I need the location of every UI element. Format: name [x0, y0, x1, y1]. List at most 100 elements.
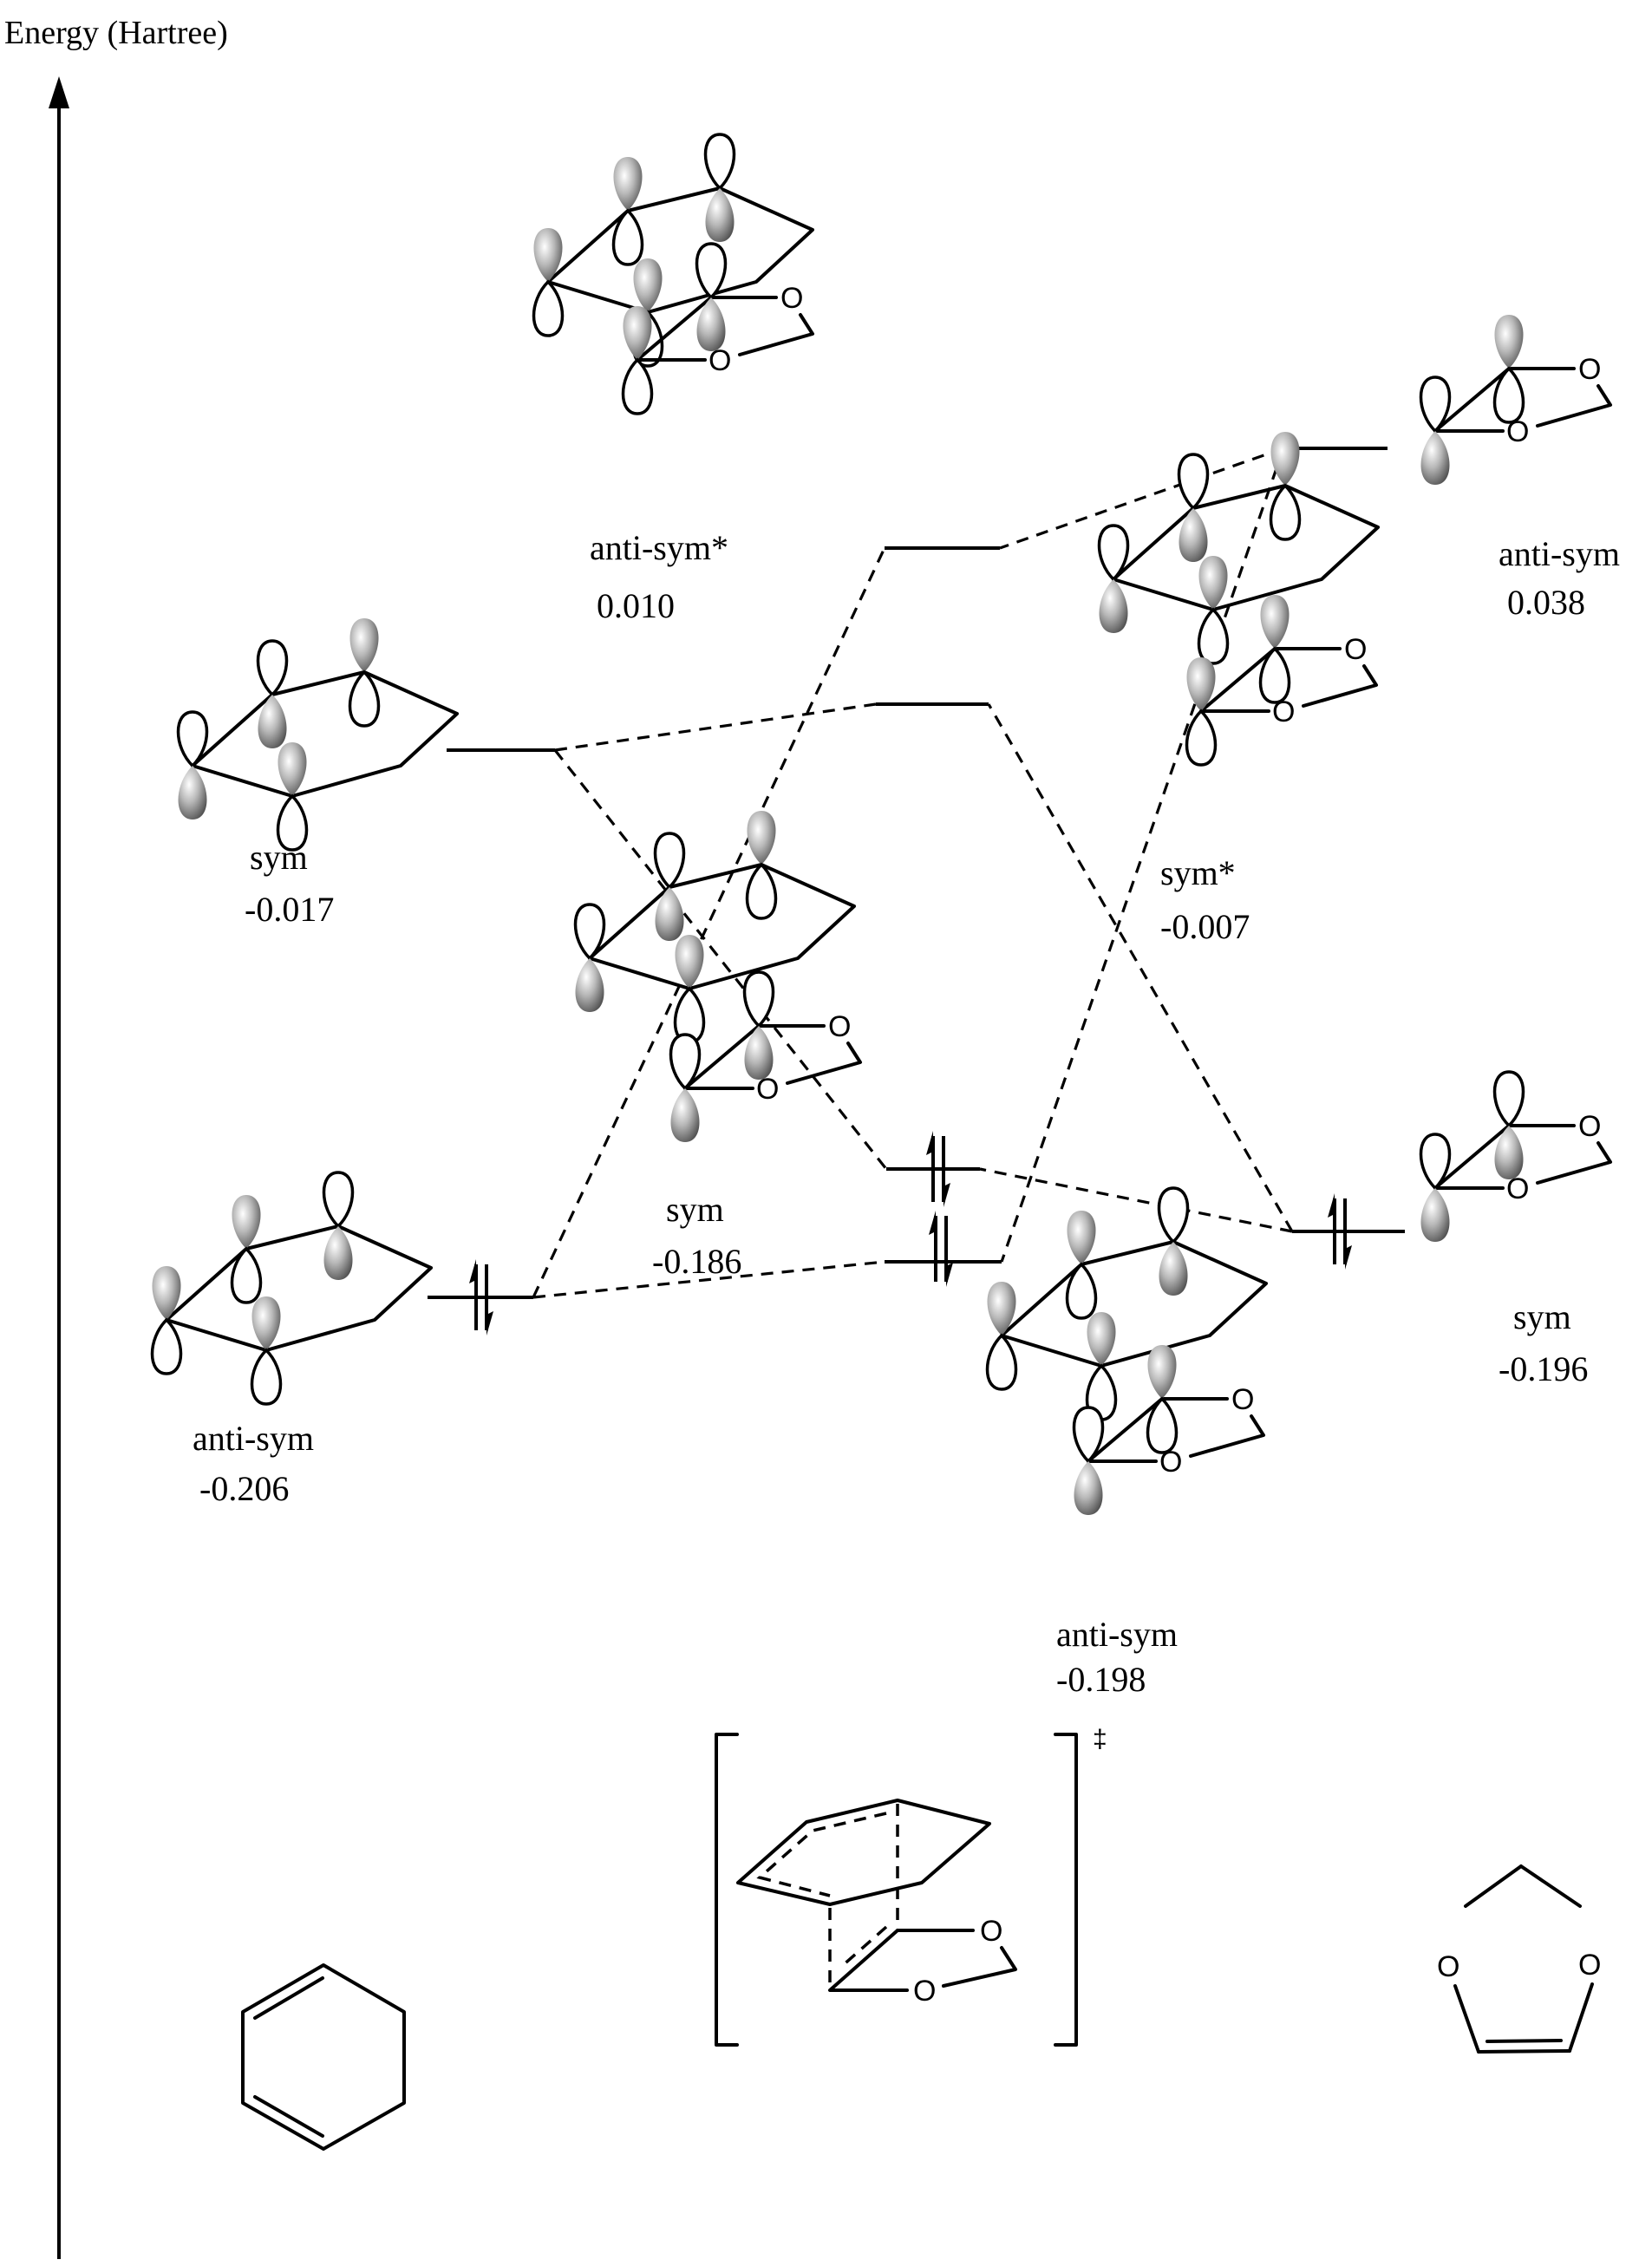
shaded-lobe [747, 811, 776, 865]
shaded-lobe [178, 766, 207, 820]
shaded-lobe [1198, 556, 1228, 610]
energy-diene-antisym: -0.206 [199, 1469, 289, 1508]
spin-up-head [926, 1131, 933, 1155]
correlation-line-dioxole-antisym-ts-antisym-star [999, 447, 1284, 550]
shaded-lobe [575, 958, 604, 1012]
label-diene-antisym: anti-sym [193, 1419, 314, 1458]
electron-pair-icon [1328, 1193, 1352, 1270]
oxygen-atom: O [1578, 353, 1601, 386]
axis-label: Energy (Hartree) [4, 15, 228, 51]
double-dagger-symbol: ‡ [1093, 1725, 1107, 1753]
shaded-lobe [1420, 431, 1450, 485]
open-lobe [653, 832, 686, 890]
open-lobe [1258, 646, 1291, 704]
label-ts-sym-star: sym* [1160, 853, 1236, 892]
p-orbital-icon [669, 1033, 702, 1142]
shaded-lobe [670, 1088, 700, 1142]
open-lobe [669, 1033, 702, 1091]
diene-orbital-picture [150, 1171, 433, 1406]
oxygen-atom: O [1578, 1949, 1601, 1982]
shaded-lobe [1260, 595, 1290, 649]
oxygen-atom: O [1437, 1950, 1459, 1983]
correlation-line-diene-antisym-ts-antisym [532, 1260, 885, 1299]
shaded-lobe [987, 1282, 1016, 1335]
p-orbital-icon [745, 811, 778, 920]
oxygen-atom: O [1578, 1110, 1601, 1143]
p-orbital-icon [1185, 657, 1218, 767]
cc-bond [683, 1024, 761, 1090]
diene-orbital-picture [1097, 432, 1380, 665]
spin-down-head [944, 1183, 950, 1207]
correlation-line-dioxole-sym-ts-sym [979, 1167, 1293, 1233]
spin-down-head [1345, 1245, 1352, 1270]
electron-pair-icon [469, 1259, 493, 1335]
shaded-lobe [1074, 1461, 1103, 1515]
open-lobe [230, 1246, 263, 1304]
shaded-lobe [633, 258, 663, 312]
cyclohexadiene-structure [241, 1963, 406, 2151]
ch2-bonds [786, 1042, 862, 1085]
shaded-lobe [1087, 1312, 1116, 1366]
open-lobe [322, 1171, 355, 1229]
p-orbital-icon [621, 306, 654, 415]
shaded-lobe [1067, 1211, 1096, 1264]
shaded-lobe [696, 297, 726, 351]
open-lobe [1269, 483, 1302, 541]
shaded-lobe [258, 695, 287, 748]
oxygen-atom: O [913, 1975, 936, 2008]
label-dioxole-antisym: anti-sym [1499, 534, 1620, 573]
p-orbital-icon [230, 1195, 263, 1304]
open-lobe [695, 242, 728, 300]
energy-ts-antisym: -0.198 [1056, 1660, 1146, 1699]
dioxole-orbital-picture: OO [621, 242, 814, 415]
cc-bond [1199, 647, 1277, 713]
label-ts-antisym: anti-sym [1056, 1615, 1178, 1654]
open-lobe [573, 903, 606, 961]
dioxole-structure: O O [1437, 1864, 1601, 2054]
shaded-lobe [251, 1296, 281, 1350]
diene-orbital-picture [573, 811, 856, 1044]
label-ts-sym: sym [666, 1190, 724, 1229]
oxygen-atom: O [980, 1915, 1002, 1948]
diene-ring [165, 1224, 433, 1352]
p-orbital-icon [985, 1282, 1018, 1391]
open-lobe [1177, 453, 1210, 511]
open-lobe [1065, 1262, 1098, 1320]
open-lobe [176, 710, 209, 768]
oxygen-atom: O [780, 282, 803, 315]
p-orbital-icon [573, 903, 606, 1012]
p-orbital-icon [695, 242, 728, 351]
energy-levels [428, 447, 1405, 1299]
cc-bond [1433, 1124, 1511, 1190]
oxygen-atom: O [828, 1010, 851, 1043]
p-orbital-icon [1492, 1070, 1525, 1179]
open-lobe [742, 970, 775, 1029]
energy-diene-sym: -0.017 [245, 890, 334, 929]
open-lobe [1492, 366, 1525, 424]
open-lobe [1197, 607, 1230, 665]
correlation-lines [532, 447, 1294, 1299]
energy-ts-sym-star: -0.007 [1160, 907, 1250, 946]
p-orbital-icon [611, 157, 644, 266]
shaded-lobe [278, 742, 307, 796]
dioxole-orbital-picture: OO [669, 970, 862, 1142]
p-orbital-icon [703, 133, 736, 242]
open-lobe [150, 1317, 183, 1375]
diene-orbital-picture [176, 618, 459, 852]
energy-axis: Energy (Hartree) [4, 15, 228, 2259]
diene-ring [1000, 1240, 1268, 1368]
p-orbital-icon [1269, 432, 1302, 541]
right-bracket [1054, 1733, 1078, 2047]
diene-ring [588, 863, 856, 990]
shaded-lobe [1099, 579, 1128, 633]
diene-ring [1112, 484, 1380, 611]
p-orbital-icon [1146, 1345, 1179, 1454]
ch2-bonds [1536, 384, 1612, 428]
ch2-bonds [738, 313, 814, 356]
p-orbital-icon [150, 1266, 183, 1375]
oxygen-atom: O [1231, 1383, 1254, 1416]
axis-arrow-icon [49, 76, 69, 108]
shaded-lobe [1147, 1345, 1177, 1399]
